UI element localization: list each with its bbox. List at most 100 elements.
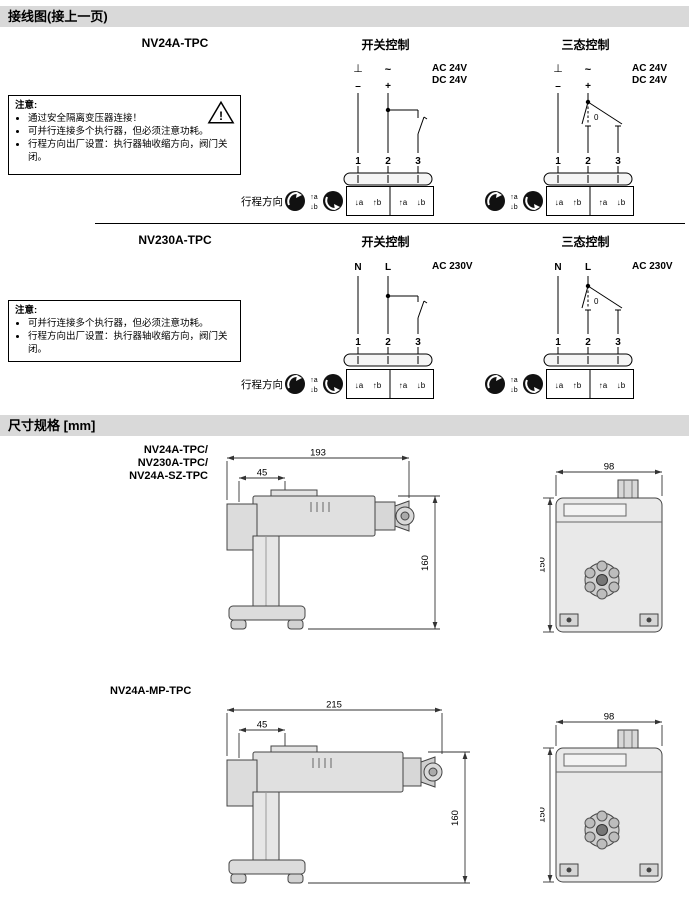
cable-gland — [617, 729, 639, 749]
direction-cell-1a: ↓a — [555, 198, 564, 207]
direction-cell-2a: ↑a — [399, 381, 408, 390]
dim-front-height-150: 150 — [540, 557, 548, 573]
actuator-side-view — [226, 745, 443, 884]
stroke-direction-table-2b: ↓a ↑b ↑a ↓b — [546, 369, 634, 399]
direction-cell-2a: ↑a — [599, 198, 608, 207]
note-item-2: 可并行连接多个执行器，但必须注意功耗。 — [28, 125, 234, 138]
supply-label-ac: AC 24V — [632, 63, 667, 74]
direction-label-2: 行程方向 — [241, 379, 283, 391]
dim-front-height-150: 150 — [540, 807, 548, 823]
wiring-diagram-nv24a-tristate: ⊥ ~ AC 24V DC 24V – + 0 1 2 3 — [543, 63, 667, 186]
note-box-nv24a: ! 注意: 通过安全隔离变压器连接！ 可并行连接多个执行器，但必须注意功耗。 行… — [8, 95, 241, 175]
line-label: L — [385, 262, 391, 273]
actuator-front-view — [555, 479, 663, 633]
supply-label-ac: AC 230V — [432, 261, 473, 272]
note-list: 可并行连接多个执行器，但必须注意功耗。 行程方向出厂设置：执行器轴收缩方向，阀门… — [15, 317, 234, 356]
note-list: 通过安全隔离变压器连接！ 可并行连接多个执行器，但必须注意功耗。 行程方向出厂设… — [15, 112, 234, 164]
direction-cell-2b: ↓b — [417, 198, 426, 207]
terminal-3: 3 — [615, 337, 621, 348]
plus-symbol: + — [585, 81, 591, 92]
model-title-nv230a: NV230A-TPC — [138, 233, 212, 247]
valve-flange — [228, 605, 306, 621]
direction-cell-2a: ↑a — [399, 198, 408, 207]
column-header-switch-1: 开关控制 — [361, 38, 410, 52]
minus-symbol: – — [555, 81, 561, 92]
mini-direction-a: ↑a — [310, 377, 318, 384]
ac-symbol: ~ — [585, 64, 592, 76]
wiring-section-header: 接线图(接上一页) — [0, 6, 689, 27]
manual-override-knob — [584, 560, 620, 600]
direction-label-1: 行程方向 — [241, 196, 283, 208]
warning-mark: ! — [219, 109, 223, 123]
rotation-icon-b — [323, 374, 343, 394]
stroke-direction-table-2a: ↓a ↑b ↑a ↓b — [346, 369, 434, 399]
earth-symbol: ⊥ — [353, 63, 363, 75]
dim-width-215: 215 — [326, 700, 342, 711]
actuator-side-view — [226, 489, 415, 630]
ac-symbol: ~ — [385, 64, 392, 76]
model-line-1: NV24A-TPC/ — [143, 444, 208, 456]
note-box-nv230a: 注意: 可并行连接多个执行器，但必须注意功耗。 行程方向出厂设置：执行器轴收缩方… — [8, 300, 241, 362]
wiring-diagram-nv24a-switch: ⊥ ~ AC 24V DC 24V – + 1 2 3 — [343, 63, 467, 186]
note-title: 注意: — [15, 305, 38, 316]
note-item-3: 行程方向出厂设置：执行器轴收缩方向，阀门关闭。 — [28, 138, 234, 164]
terminal-1: 1 — [555, 156, 561, 167]
supply-label-dc: DC 24V — [632, 75, 667, 86]
rotation-direction-icons-2a: ↑a ↓b — [285, 374, 343, 394]
note-title: 注意: — [15, 100, 38, 111]
wires — [557, 93, 623, 173]
dimension-drawing-front-1: 98 150 — [540, 462, 663, 633]
neutral-label: N — [354, 262, 361, 273]
direction-cell-1b: ↑b — [373, 381, 382, 390]
direction-cell-2a: ↑a — [599, 381, 608, 390]
plus-symbol: + — [385, 81, 391, 92]
terminal-1: 1 — [355, 337, 361, 348]
rotation-icon-a — [485, 374, 505, 394]
mini-direction-b: ↓b — [510, 387, 518, 394]
supply-label-dc: DC 24V — [432, 75, 467, 86]
note-item-2: 行程方向出厂设置：执行器轴收缩方向，阀门关闭。 — [28, 330, 234, 356]
column-header-tristate-2: 三态控制 — [561, 235, 610, 249]
dimension-drawing-side-1: 193 45 160 — [226, 448, 440, 630]
rotation-icon-a — [485, 191, 505, 211]
cable-gland — [617, 479, 639, 499]
dim-height-160: 160 — [450, 810, 461, 826]
dim-offset-45: 45 — [257, 468, 268, 479]
column-header-tristate-1: 三态控制 — [561, 38, 610, 52]
minus-symbol: – — [355, 81, 361, 92]
dimension-lines — [226, 707, 470, 884]
direction-cell-2b: ↓b — [617, 198, 626, 207]
rotation-icon-b — [523, 374, 543, 394]
model-list-group1: NV24A-TPC/ NV230A-TPC/ NV24A-SZ-TPC — [100, 444, 208, 483]
dimension-lines — [543, 469, 663, 633]
warning-triangle-icon: ! — [207, 100, 235, 124]
junction-dot — [585, 99, 591, 105]
direction-cell-1b: ↑b — [573, 381, 582, 390]
supply-label-ac: AC 230V — [632, 261, 673, 272]
junction-dot — [385, 107, 391, 113]
direction-cell-2b: ↓b — [617, 381, 626, 390]
direction-cell-1b: ↑b — [573, 198, 582, 207]
switch-zero-label: 0 — [594, 297, 599, 306]
dim-front-width-98: 98 — [604, 712, 615, 723]
note-item-1: 通过安全隔离变压器连接！ — [28, 112, 234, 125]
wiring-diagram-nv230a-tristate: N L AC 230V 0 1 2 3 — [543, 261, 673, 367]
dim-width-193: 193 — [310, 448, 326, 459]
terminal-3: 3 — [415, 337, 421, 348]
model-label-group2: NV24A-MP-TPC — [110, 685, 192, 697]
stroke-direction-table-1a: ↓a ↑b ↑a ↓b — [346, 186, 434, 216]
rotation-icon-b — [323, 191, 343, 211]
rotation-icon-a — [285, 191, 305, 211]
model-title-nv24a: NV24A-TPC — [141, 36, 209, 50]
direction-cell-1a: ↓a — [555, 381, 564, 390]
mini-direction-b: ↓b — [510, 204, 518, 211]
wiring-section-title: 接线图(接上一页) — [8, 9, 108, 24]
terminal-2: 2 — [385, 156, 391, 167]
actuator-front-view — [555, 729, 663, 883]
mini-direction-a: ↑a — [510, 194, 518, 201]
connector-ticks — [357, 175, 419, 183]
rotation-direction-icons-2b: ↑a ↓b — [485, 374, 543, 394]
direction-cell-1a: ↓a — [355, 198, 364, 207]
mini-direction-a: ↑a — [510, 377, 518, 384]
